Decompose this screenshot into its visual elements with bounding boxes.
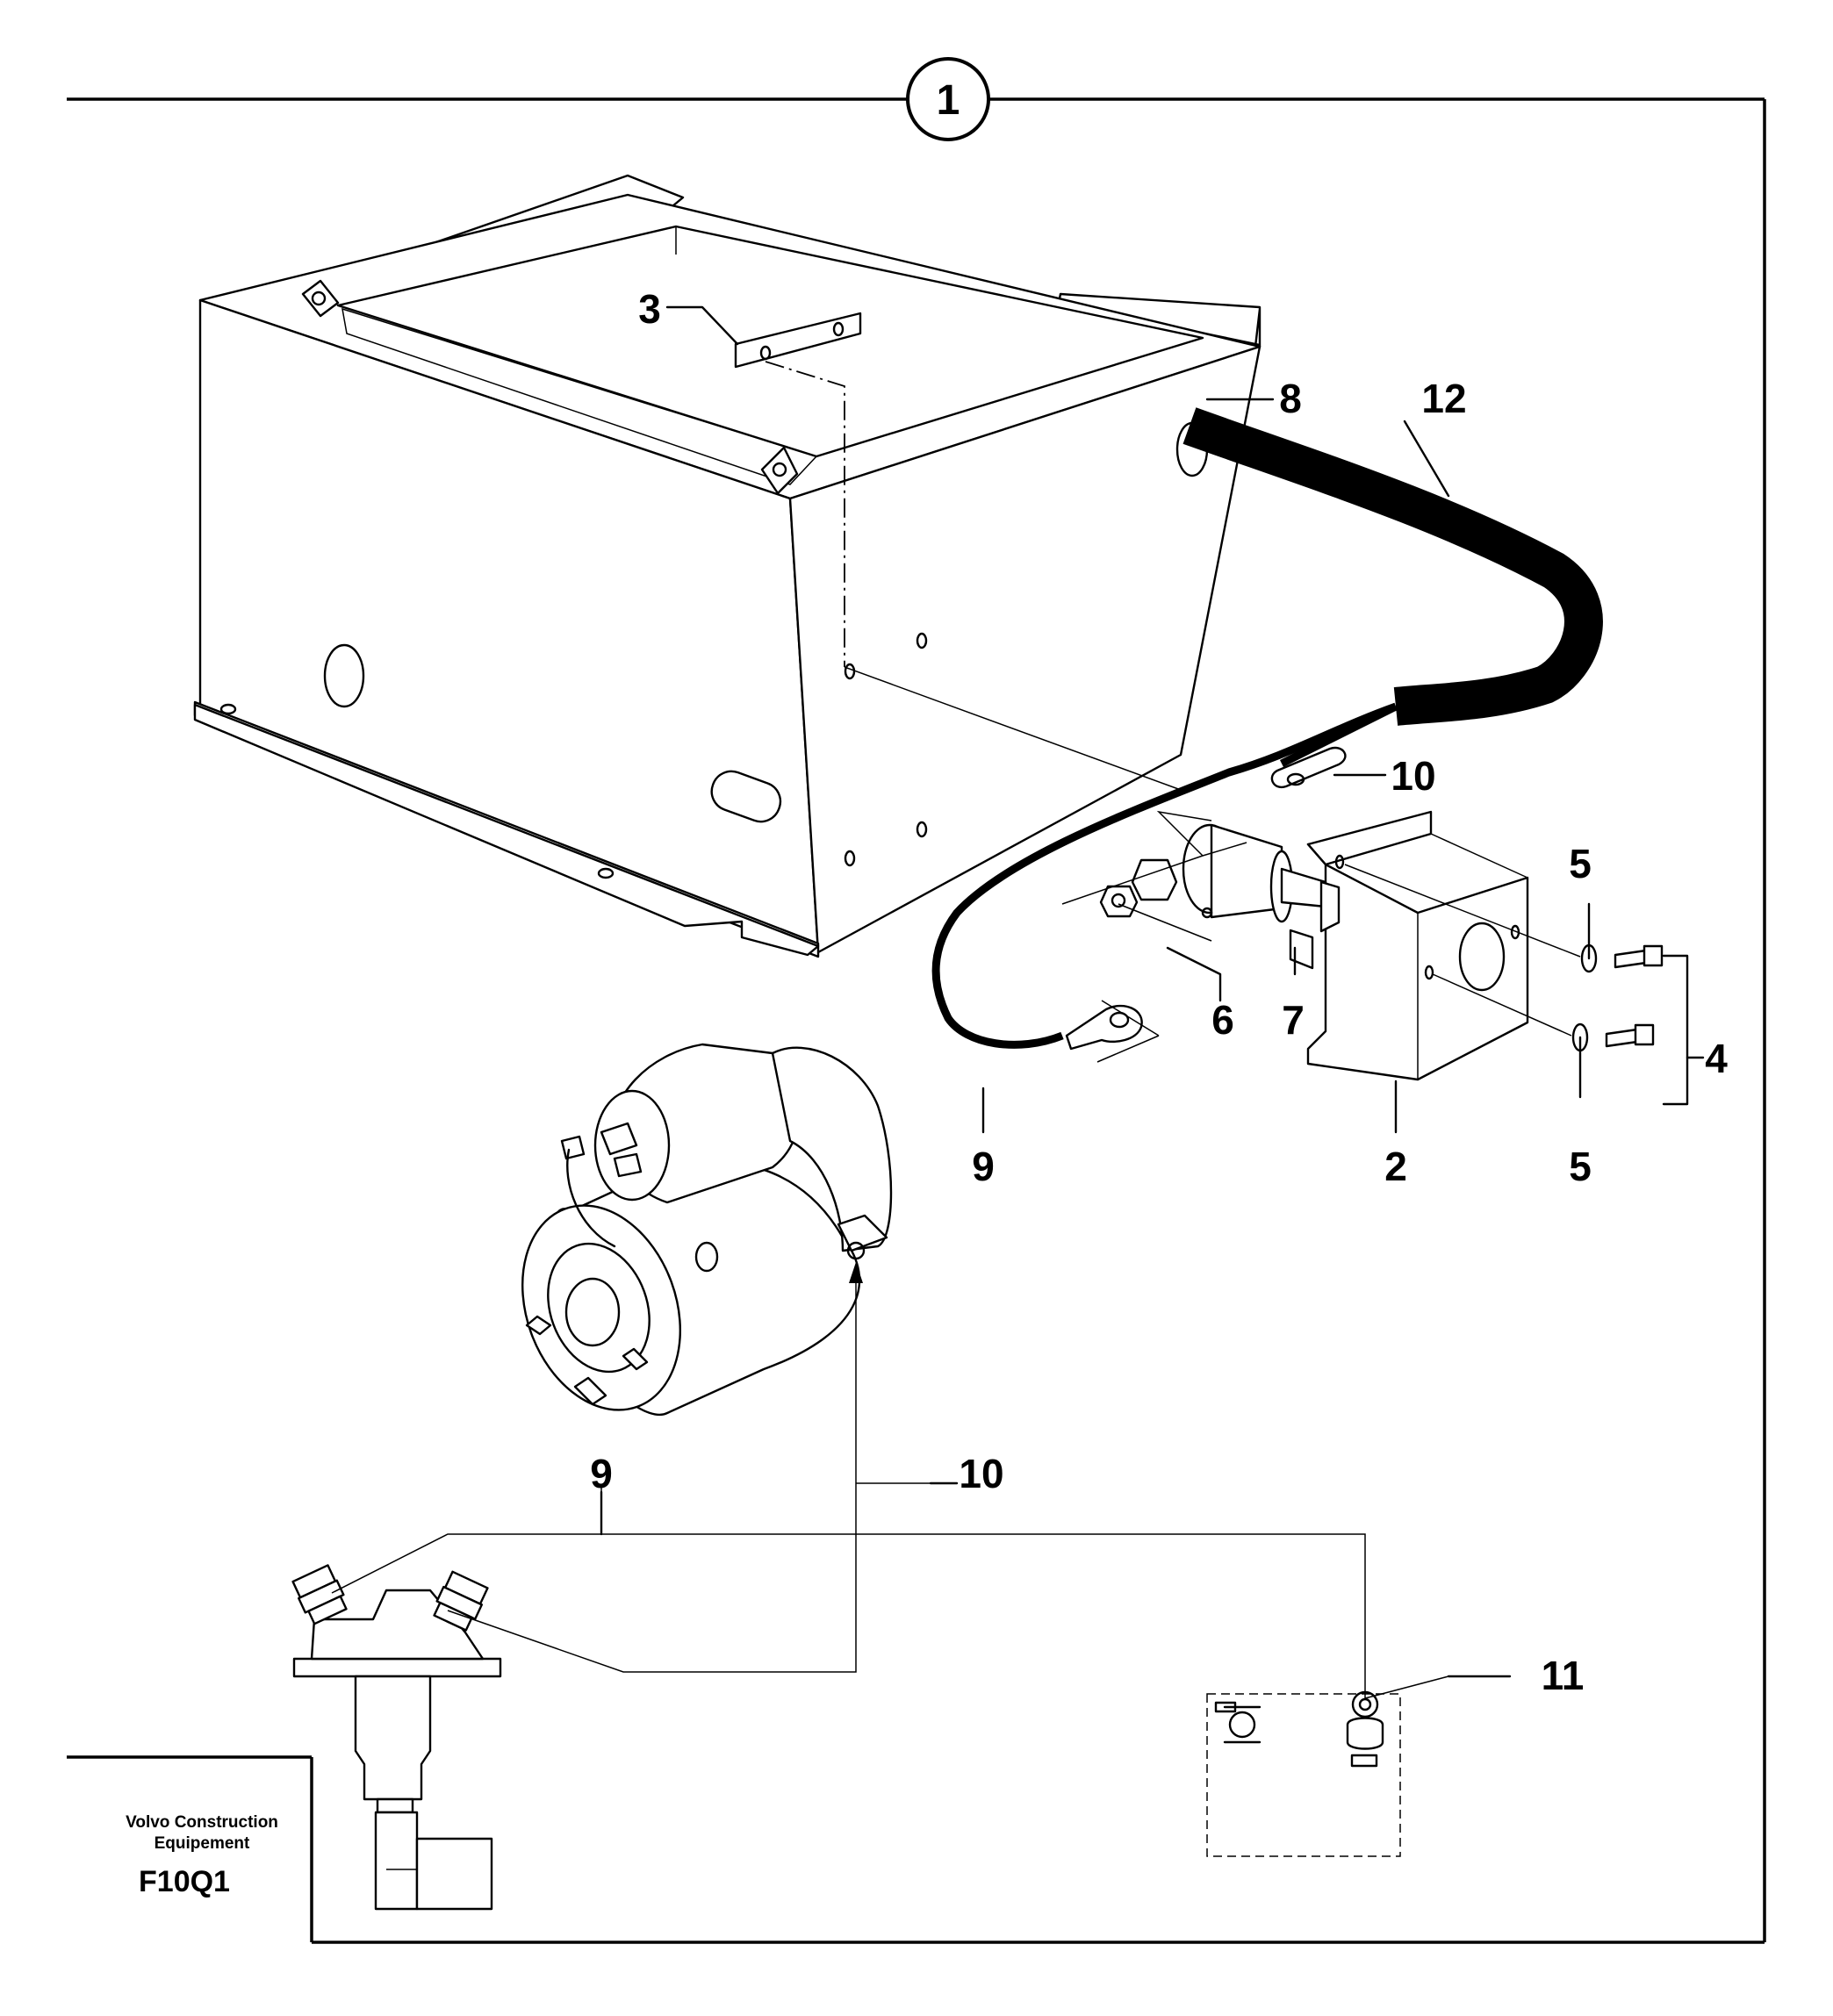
view-number: 1: [937, 77, 960, 124]
drawing-code: F10Q1: [139, 1865, 230, 1898]
title-block: Volvo Construction Equipement F10Q1: [126, 1813, 278, 1898]
switch-schematic: [291, 1564, 502, 1911]
callout-9-upper: 9: [972, 1144, 995, 1189]
callout-7: 7: [1282, 997, 1305, 1043]
leader-lines: [600, 305, 1705, 1678]
main-switch-assembly: [1061, 810, 1689, 1106]
company-name-line1: Volvo Construction: [126, 1813, 278, 1832]
callout-12: 12: [1421, 376, 1466, 421]
drawing-frame: 1: [67, 57, 1766, 1944]
battery-cable: [931, 407, 1603, 1063]
callout-8: 8: [1279, 376, 1302, 421]
starter-motor: [521, 1043, 893, 1483]
callout-10-upper: 10: [1391, 753, 1435, 799]
company-name-line2: Equipement: [155, 1834, 250, 1853]
callout-9-lower: 9: [590, 1451, 613, 1496]
battery-box: [193, 174, 1262, 958]
callout-2: 2: [1384, 1144, 1407, 1189]
callout-3: 3: [638, 286, 661, 332]
callout-labels: 3 8 12 10 5 4 6 7 9 2 5 9 10 11: [590, 286, 1728, 1698]
callout-10-lower: 10: [959, 1451, 1003, 1496]
view-number-circle: [906, 57, 990, 141]
callout-5-upper: 5: [1569, 841, 1592, 886]
detail-box: [1206, 1675, 1449, 1857]
callout-4: 4: [1705, 1036, 1728, 1081]
callout-11: 11: [1542, 1653, 1585, 1698]
callout-6: 6: [1211, 997, 1234, 1043]
clamp-plate: [734, 312, 1182, 791]
callout-5-lower: 5: [1569, 1144, 1592, 1189]
